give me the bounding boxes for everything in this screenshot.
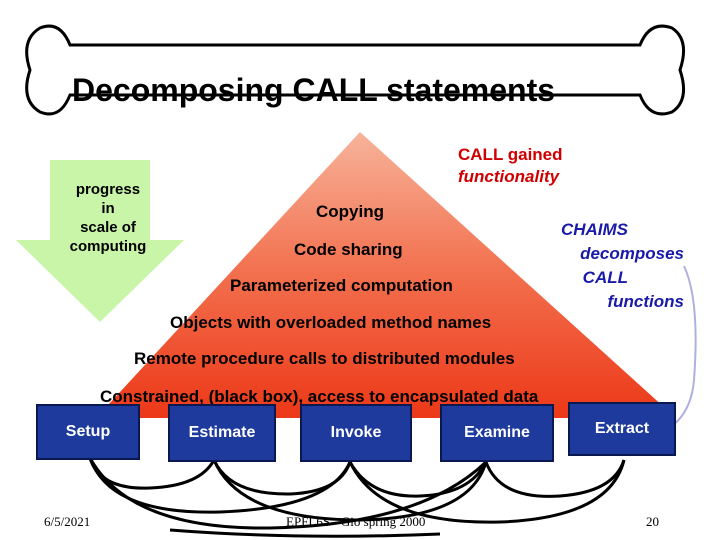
progress-line: computing	[69, 238, 147, 255]
footer-date: 6/5/2021	[44, 514, 91, 529]
annotation-line: functions	[607, 292, 685, 311]
pyramid-layer-parameterized: Parameterized computation	[230, 276, 453, 295]
chaims-annotation: CHAIMS decomposes CALL functions	[560, 218, 684, 314]
step-examine: Examine	[440, 404, 554, 462]
pyramid-layer-objects: Objects with overloaded method names	[170, 313, 492, 332]
progress-line: in	[101, 200, 115, 217]
annotation-line: decomposes	[580, 244, 684, 263]
footer-course: EPFL6S - Gio spring 2000	[286, 514, 426, 529]
annotation-line: functionality	[458, 167, 560, 186]
slide-title: Decomposing CALL statements	[72, 72, 556, 108]
pyramid-layer-copying: Copying	[316, 202, 384, 221]
progress-arrow	[16, 160, 184, 322]
call-gained-annotation: CALL gained functionality	[458, 144, 563, 188]
footer-page-number: 20	[646, 514, 659, 529]
step-arcs	[88, 457, 626, 538]
pyramid-layer-rpc: Remote procedure calls to distributed mo…	[134, 349, 515, 368]
annotation-line: CHAIMS	[560, 220, 628, 239]
step-estimate: Estimate	[168, 404, 276, 462]
progress-line: scale of	[80, 219, 136, 236]
progress-arrow-label: progress in scale of computing	[50, 180, 166, 256]
step-extract: Extract	[568, 402, 676, 456]
annotation-line: CALL gained	[458, 145, 563, 164]
step-invoke: Invoke	[300, 404, 412, 462]
pyramid-layer-code-sharing: Code sharing	[294, 240, 403, 259]
step-setup: Setup	[36, 404, 140, 460]
annotation-line: CALL	[582, 268, 628, 287]
pyramid	[96, 132, 676, 418]
progress-line: progress	[75, 181, 141, 198]
pyramid-layer-constrained: Constrained, (black box), access to enca…	[100, 387, 539, 406]
